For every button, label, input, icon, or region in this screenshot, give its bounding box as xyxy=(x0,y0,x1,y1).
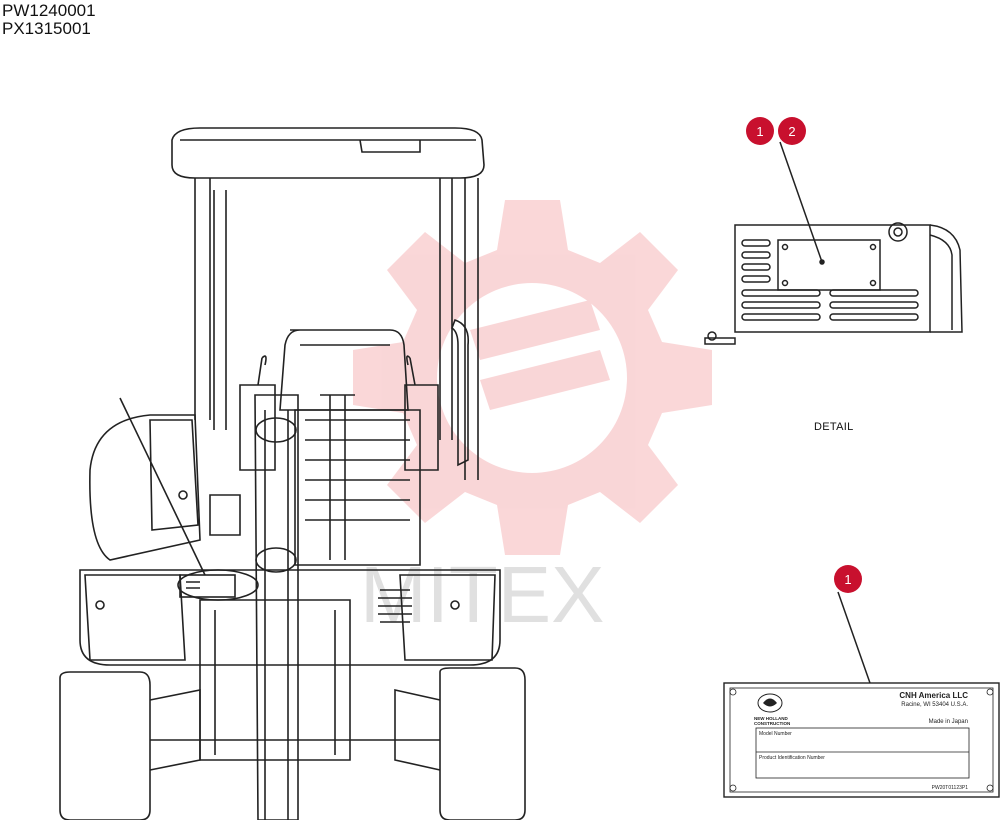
callout-plate-1: 1 xyxy=(834,565,862,593)
plate-part-number: PW20T01123P1 xyxy=(932,785,969,791)
serial-codes: PW1240001 PX1315001 xyxy=(2,2,96,38)
svg-text:1: 1 xyxy=(756,124,763,139)
serial-code-1: PW1240001 xyxy=(2,1,96,20)
plate-brand-line2: CONSTRUCTION xyxy=(754,721,790,726)
svg-text:1: 1 xyxy=(844,572,851,587)
plate-company: CNH America LLC xyxy=(899,691,968,700)
callout-detail-1: 1 xyxy=(746,117,774,145)
watermark-text: MITEX xyxy=(360,550,604,639)
plate-field-pin: Product Identification Number xyxy=(759,755,825,761)
serial-code-2: PX1315001 xyxy=(2,19,91,38)
detail-view xyxy=(704,141,963,345)
watermark-gear-icon xyxy=(353,200,712,555)
excavator-rear-view xyxy=(59,127,526,820)
plate-field-model-number: Model Number xyxy=(759,731,792,737)
plate-made-in: Made in Japan xyxy=(929,719,968,725)
plate-brand-line1: NEW HOLLAND xyxy=(754,716,788,721)
callout-detail-2: 2 xyxy=(778,117,806,145)
detail-label: DETAIL xyxy=(814,421,854,433)
svg-text:2: 2 xyxy=(788,124,795,139)
new-holland-logo-icon xyxy=(757,693,783,713)
plate-address: Racine, WI 53404 U.S.A. xyxy=(901,702,968,708)
nameplate: NEW HOLLAND CONSTRUCTION CNH America LLC… xyxy=(723,591,1000,798)
